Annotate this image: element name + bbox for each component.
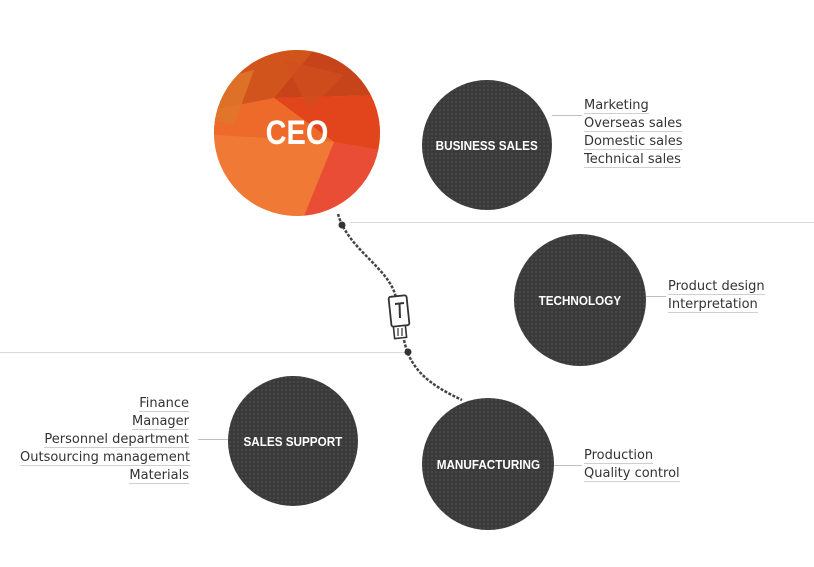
list-item[interactable]: Outsourcing management [20,450,191,466]
manufacturing-list: Production Quality control [584,447,680,483]
technology-connector [646,296,666,297]
list-item[interactable]: Technical sales [584,152,681,168]
list-item[interactable]: Finance [139,396,189,412]
list-item[interactable]: Manager [132,414,189,430]
sales-support-connector [198,439,228,440]
business-sales-list: Marketing Overseas sales Domestic sales … [584,97,683,169]
technology-list: Product design Interpretation [668,278,765,314]
ceo-node[interactable]: CEO [214,50,380,216]
technology-node[interactable]: TECHNOLOGY [514,234,646,366]
sales-support-list: Finance Manager Personnel department Out… [20,395,191,485]
manufacturing-connector [554,465,582,466]
manufacturing-node[interactable]: MANUFACTURING [422,398,554,530]
ceo-label: CEO [265,113,329,152]
list-item[interactable]: Domestic sales [584,134,683,150]
business-sales-node[interactable]: BUSINESS SALES [422,80,552,210]
sales-support-node[interactable]: SALES SUPPORT [228,376,358,506]
divider-lower [0,352,405,353]
list-item[interactable]: Production [584,448,654,464]
list-item[interactable]: Quality control [584,466,680,482]
usb-plug-icon [387,294,411,340]
list-item[interactable]: Marketing [584,98,649,114]
business-sales-label: BUSINESS SALES [435,137,539,153]
list-item[interactable]: Overseas sales [584,116,683,132]
business-sales-connector [552,115,582,116]
list-item[interactable]: Interpretation [668,297,758,313]
technology-label: TECHNOLOGY [538,292,622,308]
manufacturing-label: MANUFACTURING [436,456,540,472]
list-item[interactable]: Personnel department [44,432,189,448]
sales-support-label: SALES SUPPORT [243,433,343,449]
list-item[interactable]: Materials [129,468,189,484]
ceo-mosaic-graphic [214,50,380,216]
divider-upper [350,222,814,223]
list-item[interactable]: Product design [668,279,765,295]
